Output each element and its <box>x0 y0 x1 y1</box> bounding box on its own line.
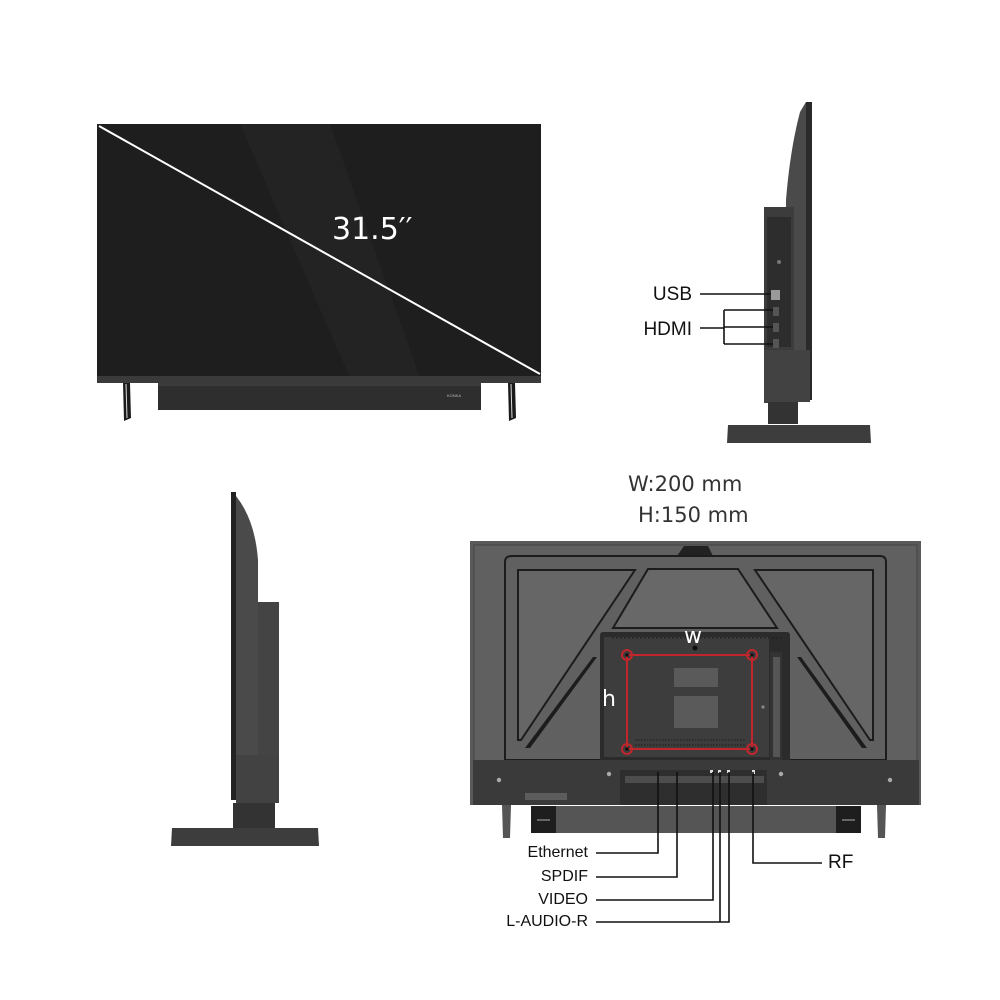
usb-port-label: USB <box>652 284 692 305</box>
spdif-port-label: SPDIF <box>540 868 588 885</box>
vesa-width-label: W:200 mm <box>628 472 743 496</box>
rf-port-label: RF <box>828 852 854 873</box>
vesa-h-marker: h <box>602 687 616 712</box>
vesa-height-label: H:150 mm <box>638 503 749 527</box>
hdmi-port-label: HDMI <box>643 319 692 340</box>
ethernet-port-label: Ethernet <box>527 844 588 861</box>
vesa-w-marker: w <box>684 624 702 649</box>
brand-logo: KONKA <box>447 393 462 398</box>
vesa-mount-marker <box>621 649 758 755</box>
video-port-label: VIDEO <box>538 891 588 908</box>
screen-size-label: 31.5′′ <box>332 212 413 247</box>
audio-port-label: L-AUDIO-R <box>506 913 588 930</box>
